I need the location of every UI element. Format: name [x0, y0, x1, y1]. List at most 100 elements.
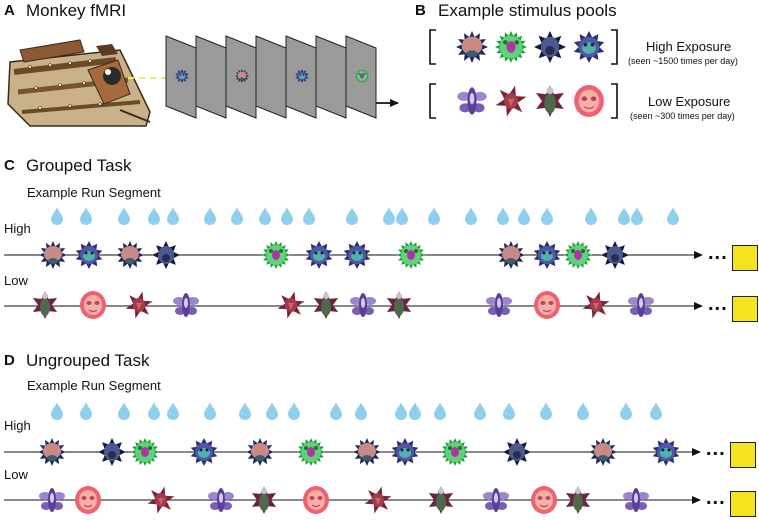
stimulus-pink-spiky-icon [38, 438, 66, 466]
stimulus-screen [255, 35, 287, 119]
monkey-chair-illustration [7, 39, 151, 127]
stimulus-purple-fly-icon [350, 293, 376, 317]
stimulus-purple-fly-icon [173, 293, 199, 317]
panel-c-subtitle: Example Run Segment [27, 185, 161, 200]
water-drop-icon [51, 402, 63, 420]
panel-b-letter: B [415, 2, 426, 19]
stimulus-pink-face-icon [534, 291, 560, 319]
stimulus-dark-navy-icon [98, 438, 126, 466]
water-drop-icon [266, 402, 278, 420]
water-drop-icon [80, 402, 92, 420]
panel-c-high-label: High [4, 221, 31, 236]
panel-a-title: Monkey fMRI [26, 1, 127, 20]
water-drop-icon [667, 207, 679, 225]
water-drop-icon [80, 207, 92, 225]
stimulus-pink-face-icon [80, 291, 106, 319]
water-drop-icon [51, 207, 63, 225]
panel-d-high-label: High [4, 418, 31, 433]
water-drop-icon [288, 402, 300, 420]
stimulus-pink-face-icon [75, 486, 101, 514]
stimulus-screen [225, 35, 257, 119]
panel-d-letter: D [4, 352, 15, 369]
stimulus-maroon-bug-icon [565, 486, 591, 514]
water-drop-icon [541, 207, 553, 225]
water-drop-icon [540, 402, 552, 420]
water-drop-icon [395, 402, 407, 420]
stimulus-maroon-bug-icon [313, 291, 339, 319]
stimulus-pink-spiky-icon [497, 241, 525, 269]
stimulus-purple-fly-icon [457, 87, 487, 115]
panel-d-low-ellipsis: ... [706, 487, 726, 509]
stimulus-maroon-bug-icon [428, 486, 454, 514]
stimulus-green-lace-icon [297, 438, 325, 466]
stimulus-blue-teal-icon [175, 69, 189, 83]
stimulus-screen [165, 35, 197, 119]
stimulus-pink-face-icon [531, 486, 557, 514]
panel-c-high-reward-box [732, 245, 758, 271]
water-drop-icon [167, 402, 179, 420]
stimulus-dark-navy-icon [534, 31, 566, 63]
stimulus-screen [285, 35, 317, 119]
water-drop-icon [346, 207, 358, 225]
water-drop-icon [259, 207, 271, 225]
panel-c-low-ellipsis: ... [708, 293, 728, 315]
panel-d-low-reward-box [730, 491, 756, 517]
stimulus-green-lace-icon [131, 438, 159, 466]
water-drop-icon [631, 207, 643, 225]
stimulus-maroon-star-icon [364, 486, 392, 514]
stimulus-blue-teal-icon [343, 241, 371, 269]
panel-a-letter: A [4, 2, 15, 19]
stimulus-green-lace-icon [397, 241, 425, 269]
panel-c-low-label: Low [4, 273, 28, 288]
stimulus-blue-teal-icon [391, 438, 419, 466]
water-drop-icon [148, 402, 160, 420]
water-drop-icon [303, 207, 315, 225]
stimulus-pink-spiky-icon [353, 438, 381, 466]
stimulus-pool-brackets [429, 29, 618, 119]
panel-d-high-ellipsis: ... [706, 438, 726, 460]
water-drop-icon [409, 402, 421, 420]
stimulus-maroon-star-icon [277, 291, 305, 319]
water-drop-icon [465, 207, 477, 225]
water-drop-icon [118, 402, 130, 420]
water-drop-icon [383, 207, 395, 225]
stimulus-pink-face-icon [303, 486, 329, 514]
stimulus-blue-teal-icon [533, 241, 561, 269]
panel-d-high-reward-box [730, 442, 756, 468]
stimulus-pink-face-icon [574, 85, 604, 117]
water-drop-icon [428, 207, 440, 225]
water-drop-icon [167, 207, 179, 225]
stimulus-dark-navy-icon [152, 241, 180, 269]
stimulus-green-lace-icon [355, 69, 369, 83]
stimulus-pink-spiky-icon [456, 31, 488, 63]
stimulus-screen [195, 35, 227, 119]
water-drop-icon [231, 207, 243, 225]
water-drop-icon [396, 207, 408, 225]
water-drop-icon [618, 207, 630, 225]
water-drop-icon [239, 402, 251, 420]
stimulus-green-lace-icon [441, 438, 469, 466]
stimulus-maroon-star-icon [125, 291, 153, 319]
water-drop-icon [497, 207, 509, 225]
stimulus-blue-teal-icon [190, 438, 218, 466]
stimulus-purple-fly-icon [39, 488, 65, 512]
stimulus-pink-spiky-icon [589, 438, 617, 466]
panel-b-title: Example stimulus pools [438, 1, 617, 20]
stimulus-purple-fly-icon [623, 488, 649, 512]
stimulus-blue-teal-icon [295, 69, 309, 83]
panel-c-high-ellipsis: ... [708, 242, 728, 264]
stimulus-purple-fly-icon [486, 293, 512, 317]
stimulus-purple-fly-icon [208, 488, 234, 512]
panel-d-title: Ungrouped Task [26, 351, 150, 370]
stimulus-pink-spiky-icon [246, 438, 274, 466]
stimulus-maroon-bug-icon [386, 291, 412, 319]
stimulus-pink-spiky-icon [235, 69, 249, 83]
stimulus-purple-fly-icon [628, 293, 654, 317]
water-drop-icon [148, 207, 160, 225]
stimulus-maroon-star-icon [495, 85, 527, 117]
stimulus-maroon-star-icon [147, 486, 175, 514]
water-drop-icon [118, 207, 130, 225]
stimulus-blue-teal-icon [573, 31, 605, 63]
stimulus-green-lace-icon [262, 241, 290, 269]
